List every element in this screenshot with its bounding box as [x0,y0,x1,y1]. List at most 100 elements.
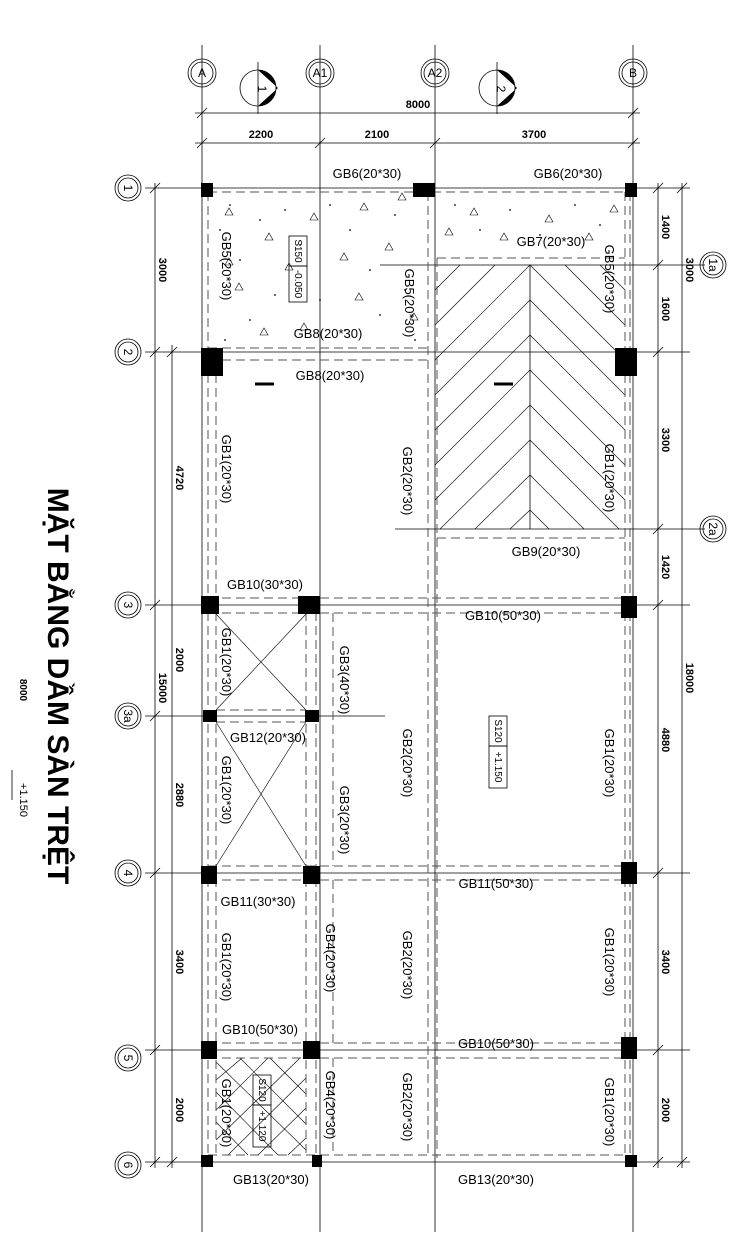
axis-label-2a: 2a [706,522,720,536]
column [621,1037,637,1059]
beam-label: GB3(20*30) [337,786,352,855]
dim-right-4-5: 3400 [659,950,671,974]
dimension-lines [149,107,688,1168]
dim-left-45: 3400 [173,950,185,974]
dim-left-56: 2000 [173,1098,185,1122]
dim-left-total: 15000 [156,673,168,704]
slab-level: +1.120 [256,1111,267,1142]
beam-label: GB9(20*30) [512,544,581,559]
beam-labels: GB6(20*30) GB6(20*30) GB7(20*30) GB5(20*… [219,166,617,1187]
beam-label: GB10(30*30) [227,577,303,592]
axis-label-1a: 1a [706,258,720,272]
column [201,1155,213,1167]
axis-label-A2: A2 [428,66,443,80]
column [201,183,213,197]
columns [201,183,637,1167]
beam-label: GB6(20*30) [534,166,603,181]
beam-label: GB6(20*30) [333,166,402,181]
column [298,596,320,614]
dim-top-1: 2200 [249,129,273,141]
axis-label-3a: 3a [121,709,135,723]
column [625,1155,637,1167]
beam-label: GB4(20*30) [323,1071,338,1140]
dim-right-1-1a: 1400 [659,215,671,239]
beam-label: GB1(20*30) [219,1079,234,1148]
column [303,1041,320,1059]
beam-label: GB8(20*30) [294,326,363,341]
beam-label: GB1(20*30) [602,1078,617,1147]
axis-label-B: B [629,66,637,80]
stair-hatch-area [434,264,626,530]
dim-left-12: 3000 [156,258,168,282]
side-level-note: +1.150 [17,783,29,817]
column [615,348,637,376]
dim-top-2: 2100 [365,129,389,141]
beam-label: GB3(40*30) [337,646,352,715]
beam-label: GB13(20*30) [458,1172,534,1187]
column [303,866,320,884]
beam-label: GB5(20*30) [402,269,417,338]
column [625,183,637,197]
dimension-texts: 8000 2200 2100 3700 3000 4720 2000 15000… [156,99,695,1122]
axis-label-4: 4 [121,870,135,877]
side-dim-note: 8000 [17,679,28,702]
column [621,596,637,618]
column [203,710,217,722]
dim-top-3: 3700 [522,129,546,141]
beam-label: GB1(20*30) [602,444,617,513]
slab-tag-s120-main: S120 +1.150 [488,715,508,789]
beam-label: GB1(20*30) [602,928,617,997]
axis-label-A1: A1 [313,66,328,80]
beam-label: GB10(50*30) [465,608,541,623]
slab-tag-s150: S150 -0.050 [288,235,308,303]
axis-bubbles-top: A A1 A2 B [187,58,648,88]
axis-label-1: 1 [121,185,135,192]
slab-code: S150 [292,239,303,263]
column [201,1041,217,1059]
beam-label: GB2(20*30) [400,1073,415,1142]
column [201,596,219,614]
axis-label-6: 6 [121,1162,135,1169]
beam-label: GB11(50*30) [459,876,534,891]
dim-left-3a4: 2880 [173,783,185,807]
drawing-title: MẶT BẰNG DẦM SÀN TRỆT [41,488,75,885]
beam-label: GB1(20*30) [602,729,617,798]
beam-label: GB12(20*30) [230,730,306,745]
slab-tag-s120-wet: S120 +1.120 [252,1074,272,1148]
column [201,866,217,884]
beam-label: GB2(20*30) [400,729,415,798]
axis-bubbles-right: 1a 2a [699,251,727,543]
dim-total-top: 8000 [406,99,430,111]
beam-label: GB1(20*30) [219,435,234,504]
slab-code: S120 [492,719,503,743]
dim-left-23: 4720 [173,466,185,490]
dim-right-sum: 3000 [683,258,695,282]
beam-label: GB2(20*30) [400,447,415,516]
section-marks: 1 2 [239,62,517,114]
beam-label: GB5(20*30) [602,245,617,314]
axis-label-A: A [198,66,206,80]
dim-right-1a-2: 1600 [659,297,671,321]
axis-label-3: 3 [121,602,135,609]
section-mark-1: 1 [255,86,269,93]
column [305,710,319,722]
beam-label: GB8(20*30) [296,368,365,383]
slab-level: +1.150 [492,752,503,783]
beam-label: GB4(20*30) [323,924,338,993]
section-mark-2: 2 [494,86,508,93]
axis-label-2: 2 [121,349,135,356]
axis-label-5: 5 [121,1055,135,1062]
column [201,348,223,376]
beam-label: GB11(30*30) [221,894,296,909]
slab-s150-area [219,192,619,341]
slab-code: S120 [256,1078,267,1102]
beam-label: GB1(20*30) [219,933,234,1002]
beam-label: GB7(20*30) [517,234,586,249]
axis-bubbles-left: 1 2 3 3a 4 5 6 [114,174,142,1179]
beam-label: GB2(20*30) [400,931,415,1000]
dim-right-5-6: 2000 [659,1098,671,1122]
beam-label: GB10(50*30) [222,1022,298,1037]
beam-label: GB13(20*30) [233,1172,309,1187]
beam-label: GB10(50*30) [458,1036,534,1051]
